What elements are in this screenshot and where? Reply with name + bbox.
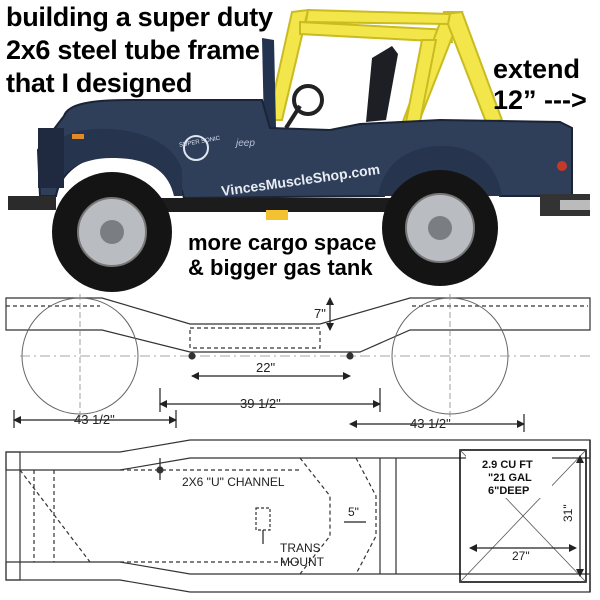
front-fender [50, 128, 182, 196]
rollbar [266, 8, 504, 125]
side-rail [5, 297, 591, 353]
windshield-frame [262, 38, 276, 128]
extend-line-1: extend [493, 54, 581, 84]
extend-note: extend 12” ---> [493, 56, 587, 118]
dim-center-label: 39 1/2" [240, 396, 281, 411]
tank-width-label: 27" [512, 549, 530, 563]
tank-line-3: 6"DEEP [488, 485, 529, 497]
marker-light [72, 134, 84, 139]
dim-right-label: 43 1/2" [410, 416, 451, 431]
front-wheel [52, 172, 172, 292]
seat [284, 46, 398, 130]
tank-depth-label: 31" [561, 504, 575, 522]
under-frame [150, 198, 450, 212]
tail-light [557, 161, 567, 171]
trans-label-2: MOUNT [280, 555, 325, 569]
tank-line-1: 2.9 CU FT [482, 459, 533, 471]
dim-height-label: 7" [314, 306, 326, 321]
headline-line-2: 2x6 steel tube frame [6, 35, 260, 65]
jack [266, 210, 288, 220]
frame-top-view [5, 439, 591, 593]
cargo-note: more cargo space & bigger gas tank [188, 232, 376, 282]
headline: building a super duty 2x6 steel tube fra… [6, 4, 273, 103]
jeep-illustration: jeep SUPER SONIC VincesMuscleShop.com [8, 8, 590, 292]
frame-side-view [5, 294, 591, 432]
tow-hitch [560, 200, 590, 210]
front-bumper [8, 196, 56, 210]
tank-label-bg [466, 454, 552, 498]
tank-line-2: "21 GAL [488, 472, 532, 484]
headline-line-1: building a super duty [6, 2, 273, 32]
headline-line-3: that I designed [6, 68, 193, 98]
channel-label: 2X6 "U" CHANNEL [182, 475, 285, 489]
dim-small-label: 5" [348, 505, 359, 519]
cargo-line-2: & bigger gas tank [188, 255, 373, 280]
grille [38, 128, 64, 188]
dim-inner-label: 22" [256, 360, 275, 375]
hood-badge: jeep [234, 138, 255, 149]
trans-label-1: TRANS [280, 541, 321, 555]
dim-left-label: 43 1/2" [74, 412, 115, 427]
gas-tank-box [459, 449, 587, 583]
cargo-line-1: more cargo space [188, 230, 377, 255]
rear-wheel [382, 170, 498, 286]
extend-line-2: 12” ---> [493, 85, 587, 115]
